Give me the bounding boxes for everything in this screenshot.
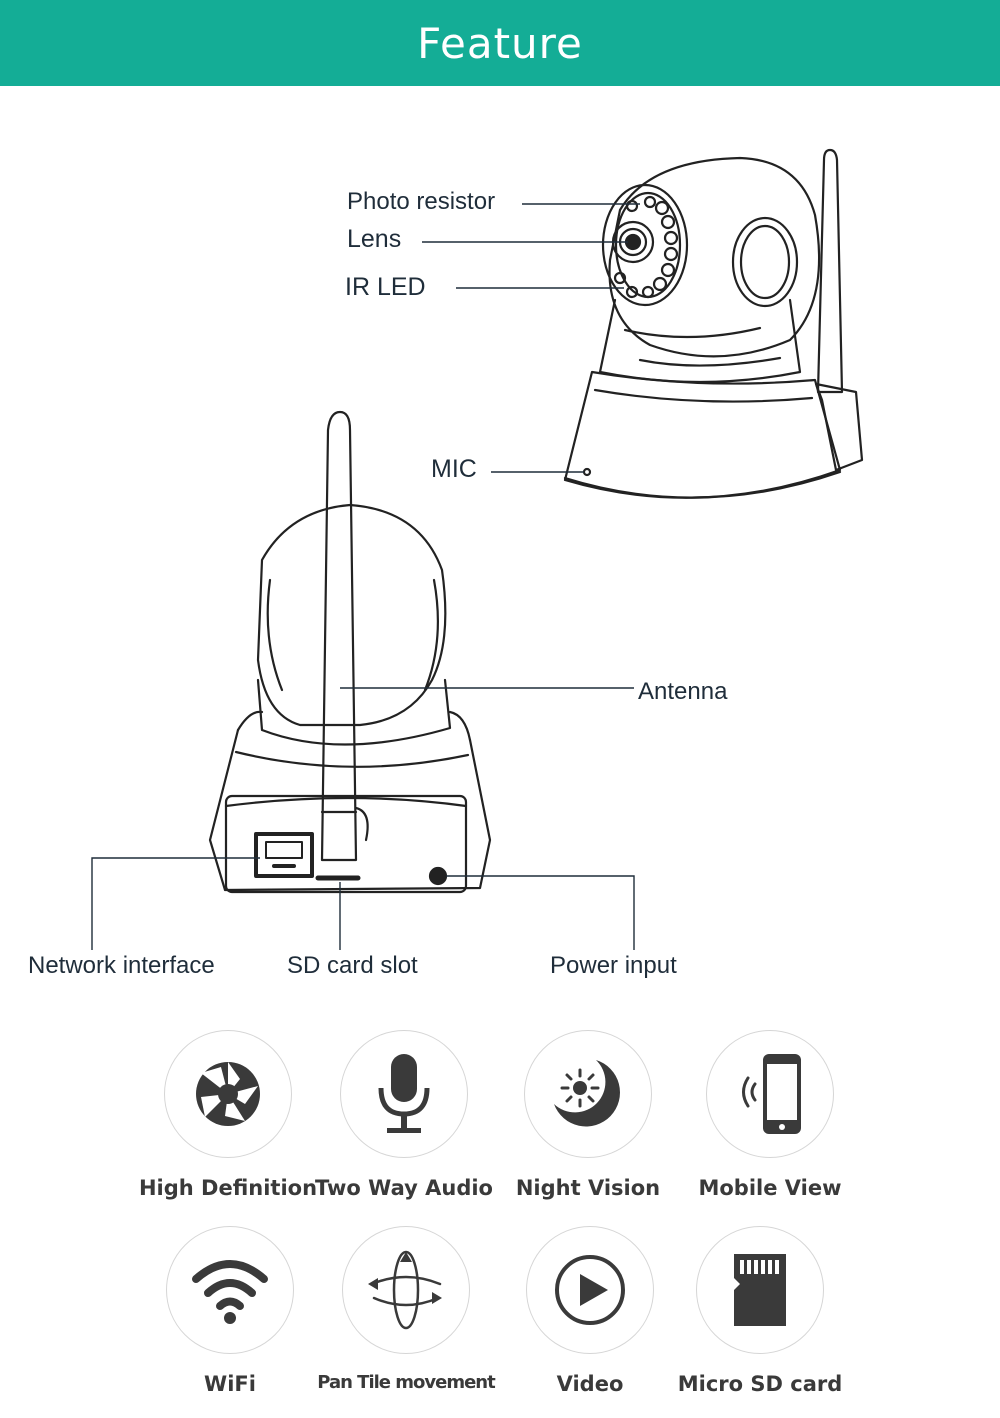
- feature-label: WiFi: [204, 1372, 256, 1396]
- rotation-icon: [368, 1250, 442, 1330]
- feature-circle: [526, 1226, 654, 1354]
- callout-lines: [91, 203, 640, 950]
- feature-mobile-view: Mobile View: [670, 1030, 870, 1200]
- rear-camera-drawing: [208, 410, 492, 894]
- feature-circle: [342, 1226, 470, 1354]
- feature-circle: [164, 1030, 292, 1158]
- callout-mic: MIC: [431, 455, 477, 483]
- feature-wifi: WiFi: [130, 1226, 330, 1396]
- camera-diagram: Photo resistor Lens IR LED MIC Antenna N…: [0, 86, 1000, 1020]
- feature-circle: [524, 1030, 652, 1158]
- feature-label: Mobile View: [698, 1176, 842, 1200]
- callout-antenna: Antenna: [638, 678, 728, 705]
- feature-label: Micro SD card: [677, 1372, 843, 1396]
- feature-label: Night Vision: [515, 1176, 661, 1200]
- callout-lens: Lens: [347, 225, 402, 253]
- sun-moon-icon: [554, 1060, 620, 1127]
- feature-micro-sd-card: Micro SD card: [660, 1226, 860, 1396]
- feature-circle: [340, 1030, 468, 1158]
- microphone-icon: [378, 1054, 430, 1133]
- smartphone-icon: [742, 1054, 801, 1134]
- feature-pan-tilt: Pan Tile movement: [306, 1226, 506, 1393]
- feature-high-definition: High Definition: [128, 1030, 328, 1200]
- front-camera-drawing: [563, 148, 864, 499]
- callout-sd-card-slot: SD card slot: [287, 952, 418, 979]
- feature-circle: [696, 1226, 824, 1354]
- callout-power-input: Power input: [550, 952, 677, 979]
- feature-label: Video: [556, 1372, 624, 1396]
- feature-night-vision: Night Vision: [488, 1030, 688, 1200]
- aperture-icon: [196, 1062, 260, 1126]
- page-title: Feature: [417, 18, 583, 68]
- sd-card-icon: [734, 1254, 786, 1326]
- camera-illustration: [91, 148, 864, 950]
- feature-circle: [706, 1030, 834, 1158]
- callout-ir-led: IR LED: [345, 273, 426, 301]
- callout-photo-resistor: Photo resistor: [347, 188, 496, 215]
- wifi-icon: [192, 1260, 268, 1324]
- feature-label: Two Way Audio: [315, 1176, 493, 1200]
- feature-label: High Definition: [138, 1176, 318, 1200]
- feature-circle: [166, 1226, 294, 1354]
- feature-two-way-audio: Two Way Audio: [304, 1030, 504, 1200]
- feature-label: Pan Tile movement: [317, 1372, 495, 1393]
- feature-video: Video: [490, 1226, 690, 1396]
- header-banner: Feature: [0, 0, 1000, 86]
- play-icon: [555, 1255, 625, 1325]
- callout-network-interface: Network interface: [28, 952, 215, 979]
